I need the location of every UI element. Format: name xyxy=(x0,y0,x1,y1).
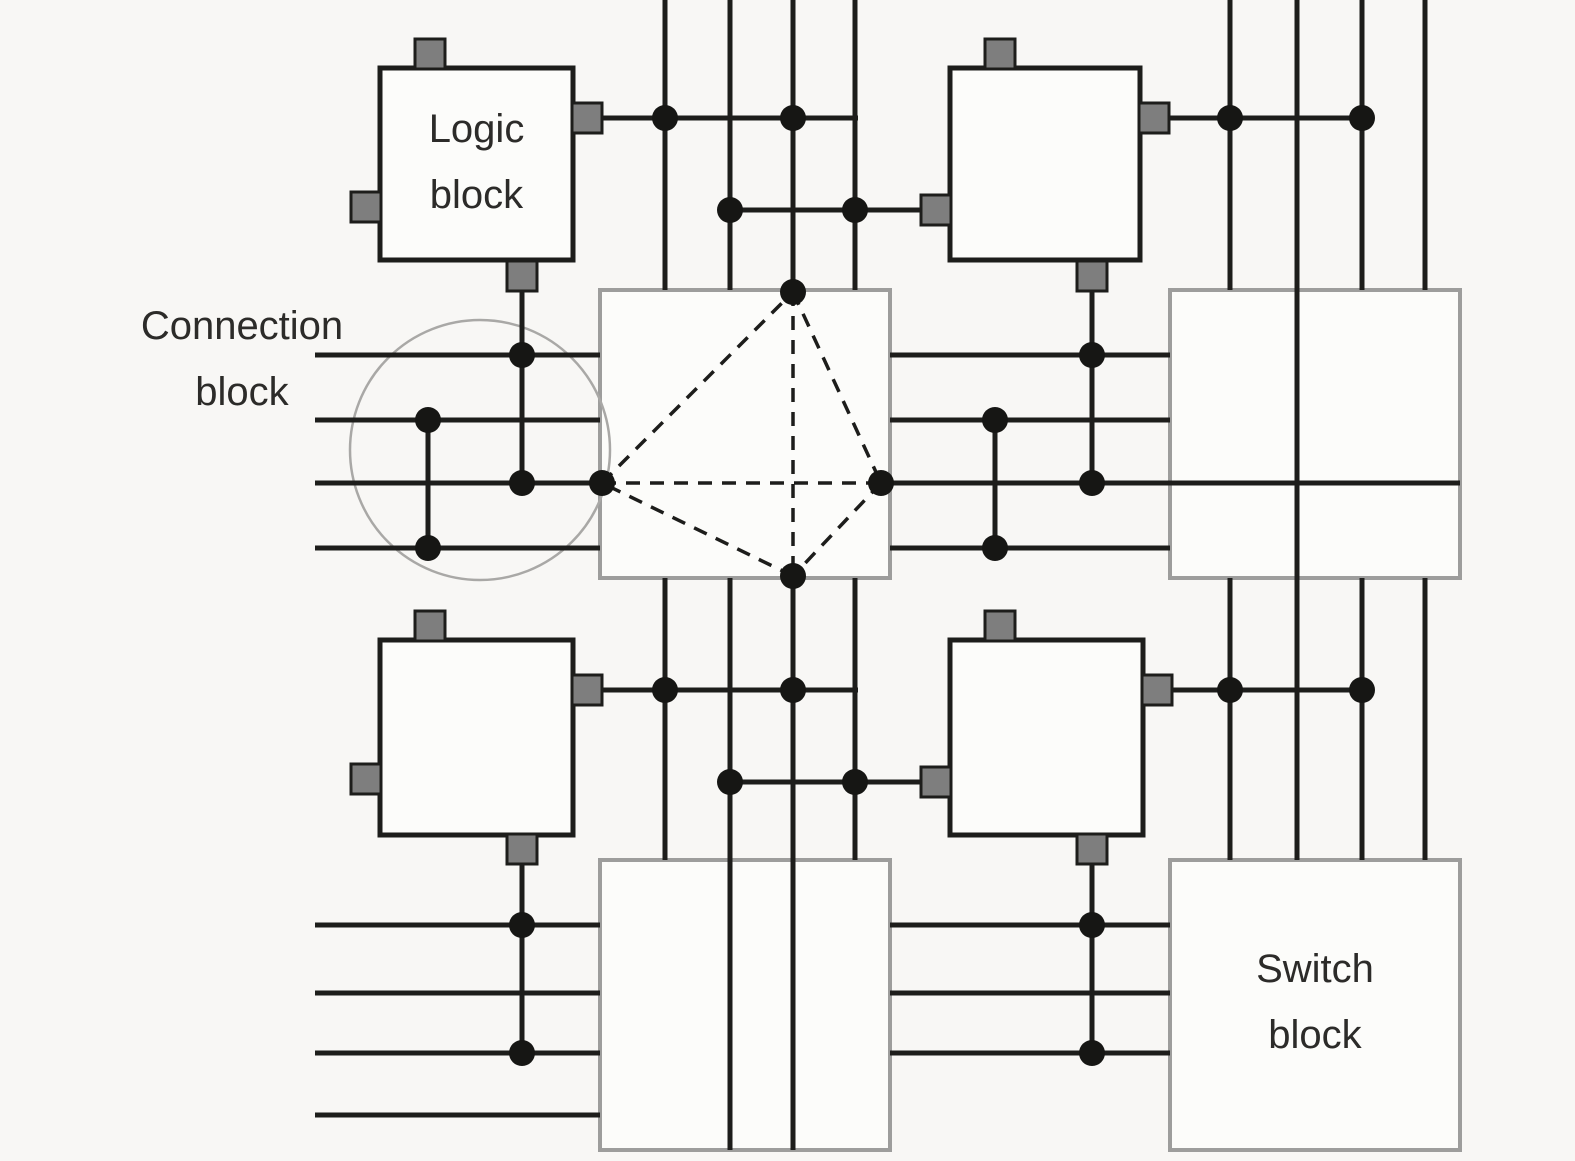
connection-dot xyxy=(717,197,743,223)
io-pin xyxy=(413,609,447,643)
connection-dot xyxy=(415,407,441,433)
io-pin xyxy=(570,101,604,135)
connection-block-label: Connection block xyxy=(140,304,344,414)
connection-dot xyxy=(652,105,678,131)
connection-dot xyxy=(1349,677,1375,703)
switch-block xyxy=(598,288,892,580)
io-pin xyxy=(919,765,953,799)
io-pin xyxy=(983,37,1017,71)
switch-block xyxy=(1168,288,1462,580)
io-pin xyxy=(1075,259,1109,293)
connection-dot xyxy=(982,407,1008,433)
logic-block xyxy=(947,65,1143,263)
switch-block xyxy=(598,858,892,1152)
switch-route-option xyxy=(791,291,883,484)
connection-dot xyxy=(509,342,535,368)
connection-dot xyxy=(1079,912,1105,938)
connection-dot xyxy=(1349,105,1375,131)
connection-dot xyxy=(652,677,678,703)
connection-dot xyxy=(1217,105,1243,131)
io-pin xyxy=(505,832,539,866)
connection-dot xyxy=(1079,470,1105,496)
connection-dot xyxy=(1079,342,1105,368)
connection-dot xyxy=(868,470,894,496)
connection-dot xyxy=(509,1040,535,1066)
switch-route-option xyxy=(601,481,794,578)
connection-dot xyxy=(780,279,806,305)
switch-block-label: Switch block xyxy=(1256,947,1374,1057)
io-pin xyxy=(349,762,383,796)
connection-dot xyxy=(1217,677,1243,703)
connection-dot xyxy=(509,912,535,938)
switch-block xyxy=(1168,858,1462,1152)
connection-dot xyxy=(842,197,868,223)
connection-dot xyxy=(780,105,806,131)
io-pin xyxy=(1140,673,1174,707)
io-pin xyxy=(505,259,539,293)
connection-block-circle xyxy=(348,318,612,582)
logic-block xyxy=(377,637,576,838)
io-pin xyxy=(413,37,447,71)
io-pin xyxy=(919,193,953,227)
io-pin xyxy=(349,190,383,224)
io-pin xyxy=(1075,832,1109,866)
logic-block-label: Logic block xyxy=(428,107,525,217)
connection-dot xyxy=(842,769,868,795)
connection-dot xyxy=(1079,1040,1105,1066)
switch-route-option xyxy=(600,290,795,485)
connection-dot xyxy=(415,535,441,561)
connection-dot xyxy=(780,677,806,703)
connection-dot xyxy=(589,470,615,496)
connection-dot xyxy=(780,563,806,589)
switch-route-option xyxy=(791,481,883,578)
logic-block xyxy=(947,637,1146,838)
io-pin xyxy=(570,673,604,707)
connection-dot xyxy=(717,769,743,795)
io-pin xyxy=(1137,101,1171,135)
connection-dot xyxy=(509,470,535,496)
connection-dot xyxy=(982,535,1008,561)
io-pin xyxy=(983,609,1017,643)
logic-block xyxy=(377,65,576,263)
